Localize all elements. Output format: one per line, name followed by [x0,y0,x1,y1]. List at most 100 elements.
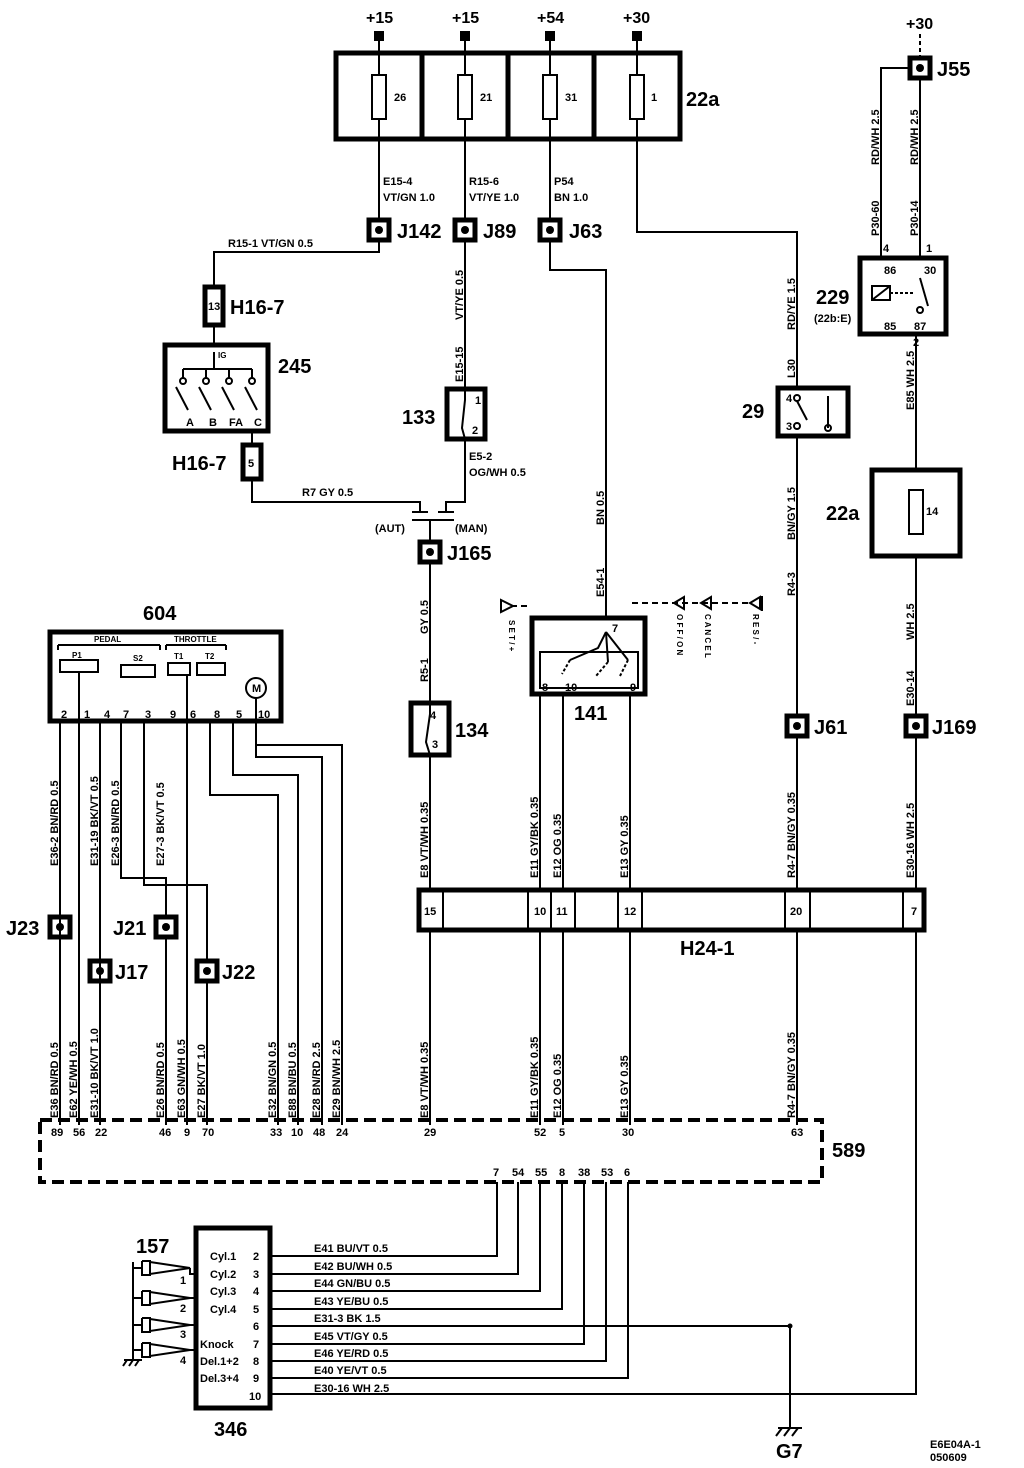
wire-r5-1: R5-1 [419,658,431,682]
pin-604-8: 8 [214,709,220,721]
wire-r4-3: R4-3 [786,572,798,596]
switch-fa-label: FA [229,417,243,429]
switch-b-label: B [209,417,217,429]
wire-bn-1: BN 1.0 [554,192,588,204]
wire-bn-05: BN 0.5 [595,491,607,525]
wire-e54-1: E54-1 [595,568,607,597]
fuse-21: 21 [480,92,492,104]
junction-j142: J142 [397,221,442,243]
footer-date: 050609 [930,1452,967,1464]
brake-pin-4: 4 [786,393,793,405]
harness-e30-16: E30-16 WH 2.5 [314,1383,389,1395]
pin-604-10: 10 [258,709,270,721]
wire-r7: R7 GY 0.5 [302,487,353,499]
ecu-pin-89: 89 [51,1127,63,1139]
wire-vtye-05: VT/YE 0.5 [454,270,466,320]
switch-133-pin-1: 1 [475,395,481,407]
relay-pin-86: 86 [884,265,896,277]
module-pin-3: 3 [253,1269,259,1281]
fusebox-label: 22a [686,89,720,111]
switch-134-pin-4: 4 [430,710,437,722]
wire-e5-2: E5-2 [469,451,492,463]
ecu-pin-8b: 8 [559,1167,565,1179]
switch-ig-label: IG [218,351,226,360]
fuse-31: 31 [565,92,577,104]
wire-r15-1-group: R15-1 VT/GN 0.5 13 H16-7 [202,238,380,345]
switch-134-pin-3: 3 [432,739,438,751]
sensor-p1: P1 [72,651,82,660]
wire-gy-05: GY 0.5 [419,600,431,634]
relay-pin-87: 87 [914,321,926,333]
label-man: (MAN) [455,523,488,535]
cruise-cancel-label: C A N C E L [703,614,712,658]
relay-pin-1: 1 [926,243,932,255]
fuse-14: 14 [926,506,939,518]
junction-row-left: J23 J21 J17 J22 [6,914,255,984]
pin-604-1: 1 [84,709,90,721]
h16-7-pin-13: 13 [208,301,220,313]
pin-604-6: 6 [190,709,196,721]
cruise-set-label: S E T / + [507,620,516,652]
harness-e31-3: E31-3 BK 1.5 [314,1313,381,1325]
pin-604-9: 9 [170,709,176,721]
fuse-26: 26 [394,92,406,104]
ecu-pin-63: 63 [791,1127,803,1139]
ecu-pin-46: 46 [159,1127,171,1139]
aut-man-fork: (AUT) (MAN) J165 GY 0.5 R5-1 4 3 134 E8 … [375,511,492,890]
module-pin-4: 4 [253,1286,260,1298]
relay-229-group: J55 RD/WH 2.5 RD/WH 2.5 P30-60 P30-14 4 … [814,55,970,470]
spark-plug-2 [133,1290,191,1306]
module-pin-8: 8 [253,1356,259,1368]
wire-wh-25: WH 2.5 [905,603,917,640]
pin-604-7: 7 [123,709,129,721]
plug-num-3: 3 [180,1329,186,1341]
wire-b-e12: E12 OG 0.35 [552,1054,564,1118]
sensor-s2: S2 [133,654,143,663]
ecu-pin-52: 52 [534,1127,546,1139]
ecu-pin-6b: 6 [624,1167,630,1179]
switch-133-group: VT/YE 0.5 E15-15 1 2 133 E5-2 OG/WH 0.5 [402,240,526,512]
ecu-589: 589 89 56 22 46 9 70 33 10 48 24 29 52 5… [38,1118,865,1184]
label-aut: (AUT) [375,523,405,535]
switch-c-label: C [254,417,262,429]
module-pin-9: 9 [253,1373,259,1385]
wire-b-e27: E27 BK/VT 1.0 [196,1044,208,1118]
pin-604-3: 3 [145,709,151,721]
ecu-pin-30: 30 [622,1127,634,1139]
module-pin-5: 5 [253,1304,259,1316]
ignition-module-346: 346 Cyl.1 Cyl.2 Cyl.3 Cyl.4 Knock Del.1+… [193,1225,273,1441]
connector-h16-7-a: H16-7 [230,297,284,319]
harness-e40: E40 YE/VT 0.5 [314,1365,387,1377]
wire-r15-6: R15-6 [469,176,499,188]
component-346: 346 [214,1419,247,1441]
pedal-module-604: 604 PEDAL THROTTLE P1 S2 T1 T2 M [47,603,284,724]
ecu-pin-56: 56 [73,1127,85,1139]
ecu-pin-70: 70 [202,1127,214,1139]
ecu-pin-33: 33 [270,1127,282,1139]
relay-pin-30: 30 [924,265,936,277]
component-141: 141 [574,703,607,725]
component-133: 133 [402,407,435,429]
connector-h16-7-b: H16-7 [172,453,226,475]
module-label-del34: Del.3+4 [200,1373,240,1385]
pin-604-2: 2 [61,709,67,721]
switch-a-label: A [186,417,194,429]
relay-pin-2: 2 [913,337,919,349]
wire-b-e36: E36 BN/RD 0.5 [49,1042,61,1118]
wire-ogwh: OG/WH 0.5 [469,467,526,479]
wires-589-346: G7 E41 BU/VT 0.5 E42 BU/WH 0.5 E44 GN/BU… [270,1182,803,1463]
harness-e41: E41 BU/VT 0.5 [314,1243,388,1255]
junction-row-top: J142 J89 J63 [366,217,602,243]
module-label-cyl2: Cyl.2 [210,1269,236,1281]
footer-code: E6E04A-1 [930,1439,981,1451]
cruise-switch-141: 7 8 10 9 141 S E T / + O F F / O N C A N… [500,595,763,890]
wire-b-e62: E62 YE/WH 0.5 [68,1041,80,1118]
junction-j21: J21 [113,918,146,940]
cruise-pin-9: 9 [630,682,636,694]
component-157: 157 [136,1236,169,1258]
module-pin-2: 2 [253,1251,259,1263]
wire-rdwh-a: RD/WH 2.5 [870,109,882,165]
junction-j89: J89 [483,221,516,243]
wire-e31-19: E31-19 BK/VT 0.5 [89,776,101,866]
wire-rdye-15: RD/YE 1.5 [786,278,798,330]
